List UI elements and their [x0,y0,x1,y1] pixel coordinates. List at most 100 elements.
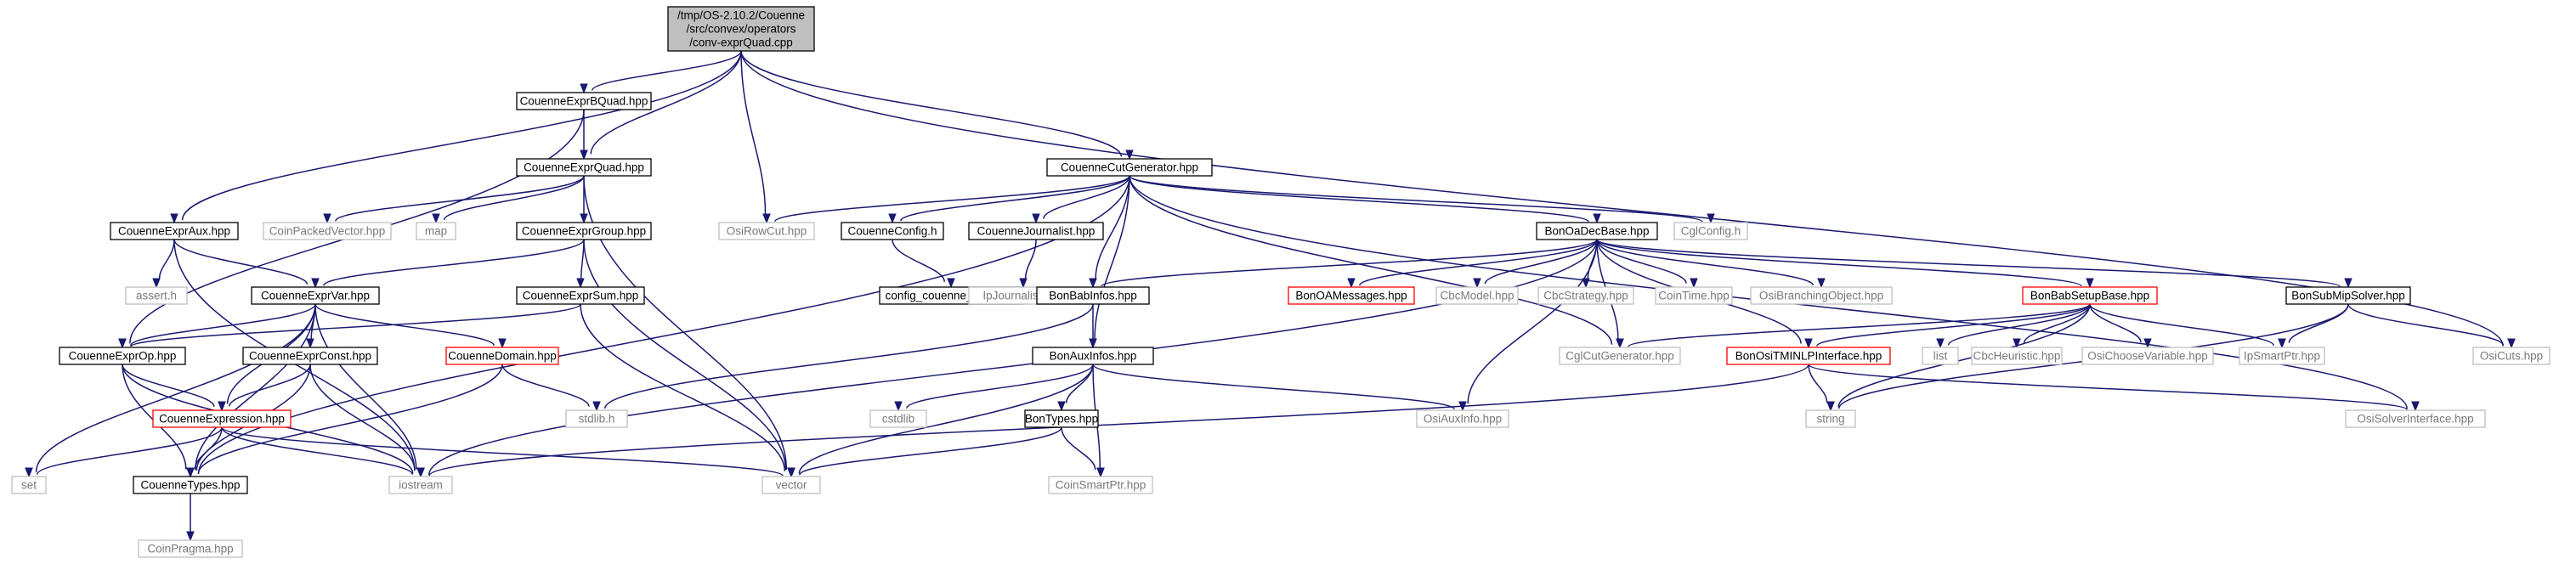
edge-tminlp-to-osisolver [1808,364,2420,412]
edge-expression-to-set [25,426,223,478]
edge-cutgen-to-types [186,175,1130,478]
edge-babinfos-to-auxinfos [1089,304,1097,349]
edge-line [1808,364,2408,410]
node-bonoadecbase-hpp[interactable]: BonOaDecBase.hpp [1536,222,1658,240]
edge-line [774,175,1130,223]
node-label: map [425,225,447,238]
node-couenneexprconst-hpp[interactable]: CouenneExprConst.hpp [242,347,378,365]
node-assert-h: assert.h [125,286,188,305]
nodes-layer: /tmp/OS-2.10.2/Couenne/src/convex/operat… [11,6,2551,558]
node-cbcmodel-hpp: CbcModel.hpp [1435,286,1519,305]
edge-babsetup-to-cbcheur [2013,303,2091,349]
node-couennecutgenerator-hpp[interactable]: CouenneCutGenerator.hpp [1046,158,1213,177]
node-box [516,92,652,110]
edge-line [221,426,414,475]
node-bonoamessages-hpp[interactable]: BonOAMessages.hpp [1288,286,1415,305]
edge-arrowhead [762,213,771,224]
node-couenneexprgroup-hpp[interactable]: CouenneExprGroup.hpp [516,222,652,240]
edge-arrowhead [118,338,127,349]
node-box [263,222,392,240]
node-bontypes-hpp[interactable]: BonTypes.hpp [1024,409,1099,428]
edge-line [197,175,1130,474]
edge-bontypes-to-vector [787,426,1062,478]
node-label: CouenneExprAux.hpp [118,225,230,238]
node-box [445,347,559,365]
edge-oadec-to-submip [1596,239,2352,289]
edge-var-to-exprop [118,303,316,349]
node-label: CouenneExprConst.hpp [249,350,371,363]
edge-arrowhead [2278,338,2286,349]
edge-line [2089,303,2274,347]
node-bonbabsetupbase-hpp[interactable]: BonBabSetupBase.hpp [2022,286,2158,305]
edge-line [122,364,215,408]
node-label: CbcStrategy.hpp [1543,290,1628,302]
edge-arrowhead [2013,338,2021,349]
node-box [516,286,645,305]
node-box [1024,409,1099,428]
node-couenneexpression-hpp[interactable]: CouenneExpression.hpp [152,409,292,428]
node-label: BonBabSetupBase.hpp [2030,290,2149,302]
edge-arrowhead [1032,213,1040,224]
node-label: OsiAuxInfo.hpp [1424,413,1502,426]
node-couenneexprop-hpp[interactable]: CouenneExprOp.hpp [59,347,186,365]
node-bonbabinfos-hpp[interactable]: BonBabInfos.hpp [1036,286,1150,305]
node-box [1036,286,1150,305]
edge-line [229,364,311,407]
edge-arrowhead [323,213,331,224]
node-box [1048,476,1153,494]
edge-expression-to-vector [221,426,795,478]
edge-arrowhead [888,213,897,224]
node-label: BonOaDecBase.hpp [1544,225,1649,238]
edge-oadec-to-babinfos [1089,239,1598,289]
edge-oadec-to-iostream [416,239,1598,478]
edge-quad-to-vector [583,175,795,478]
edge-arrowhead [1936,338,1945,349]
edge-line [583,239,787,471]
edge-line [428,239,1598,476]
edge-line [1129,175,1589,223]
node-label: cstdlib [882,413,914,426]
edge-arrowhead [1817,278,1826,289]
node-couenneexprquad-hpp[interactable]: CouenneExprQuad.hpp [516,158,652,177]
node-box [242,347,378,365]
node-coinpragma-hpp: CoinPragma.hpp [138,539,243,558]
edge-arrowhead [1347,278,1356,289]
node-bonauxinfos-hpp[interactable]: BonAuxInfos.hpp [1032,347,1154,365]
node-label: BonOsiTMINLPInterface.hpp [1735,350,1882,363]
edge-arrowhead [498,338,507,349]
node-box [869,409,927,428]
edge-babsetup-to-osichoose [2089,303,2152,349]
node-label: CouenneJournalist.hpp [977,225,1096,238]
edge-cutgen-to-cglconfig [1129,175,1715,224]
node-couenneexprsum-hpp[interactable]: CouenneExprSum.hpp [516,286,645,305]
edge-line [1596,239,2341,288]
edge-arrowhead [1826,401,1835,412]
node-bonositminlpinterface-hpp[interactable]: BonOsiTMINLPInterface.hpp [1726,347,1891,365]
edge-cutgen-to-rowcut [762,175,1130,224]
node-couenneconfig-h[interactable]: CouenneConfig.h [841,222,944,240]
node-couennetypes-hpp[interactable]: CouenneTypes.hpp [133,476,248,494]
node-label: CouenneExprQuad.hpp [524,161,644,174]
node-couenneexpraux-hpp[interactable]: CouenneExprAux.hpp [110,222,239,240]
node-couennedomain-hpp[interactable]: CouenneDomain.hpp [445,347,559,365]
edge-oadec-to-babsetup [1596,239,2094,289]
edge-line [798,364,1094,474]
node-couennejournalist-hpp[interactable]: CouenneJournalist.hpp [968,222,1104,240]
edge-expression-to-iostream [221,426,425,478]
edge-sum-to-exprop [118,303,581,349]
node-box [1922,347,1959,365]
node-bonsubmipsolver-hpp[interactable]: BonSubMipSolver.hpp [2285,286,2411,305]
node-box [1655,286,1733,305]
edge-babinfos-to-stdlib [592,303,1094,412]
edge-var-to-domain [314,303,507,349]
edge-expression-to-types [186,426,223,478]
node-tmp-os-2-10-2-couenne-src-convex-operators-conv-exprquad-cpp[interactable]: /tmp/OS-2.10.2/Couenne/src/convex/operat… [667,6,815,52]
edge-line [591,50,742,91]
node-cstdlib: cstdlib [869,409,927,428]
node-label: set [21,479,37,492]
node-couenneexprvar-hpp[interactable]: CouenneExprVar.hpp [251,286,380,305]
edge-line [501,364,590,407]
node-label: CoinPragma.hpp [147,543,233,556]
node-couenneexprbquad-hpp[interactable]: CouenneExprBQuad.hpp [516,92,652,110]
node-label: assert.h [136,290,177,302]
